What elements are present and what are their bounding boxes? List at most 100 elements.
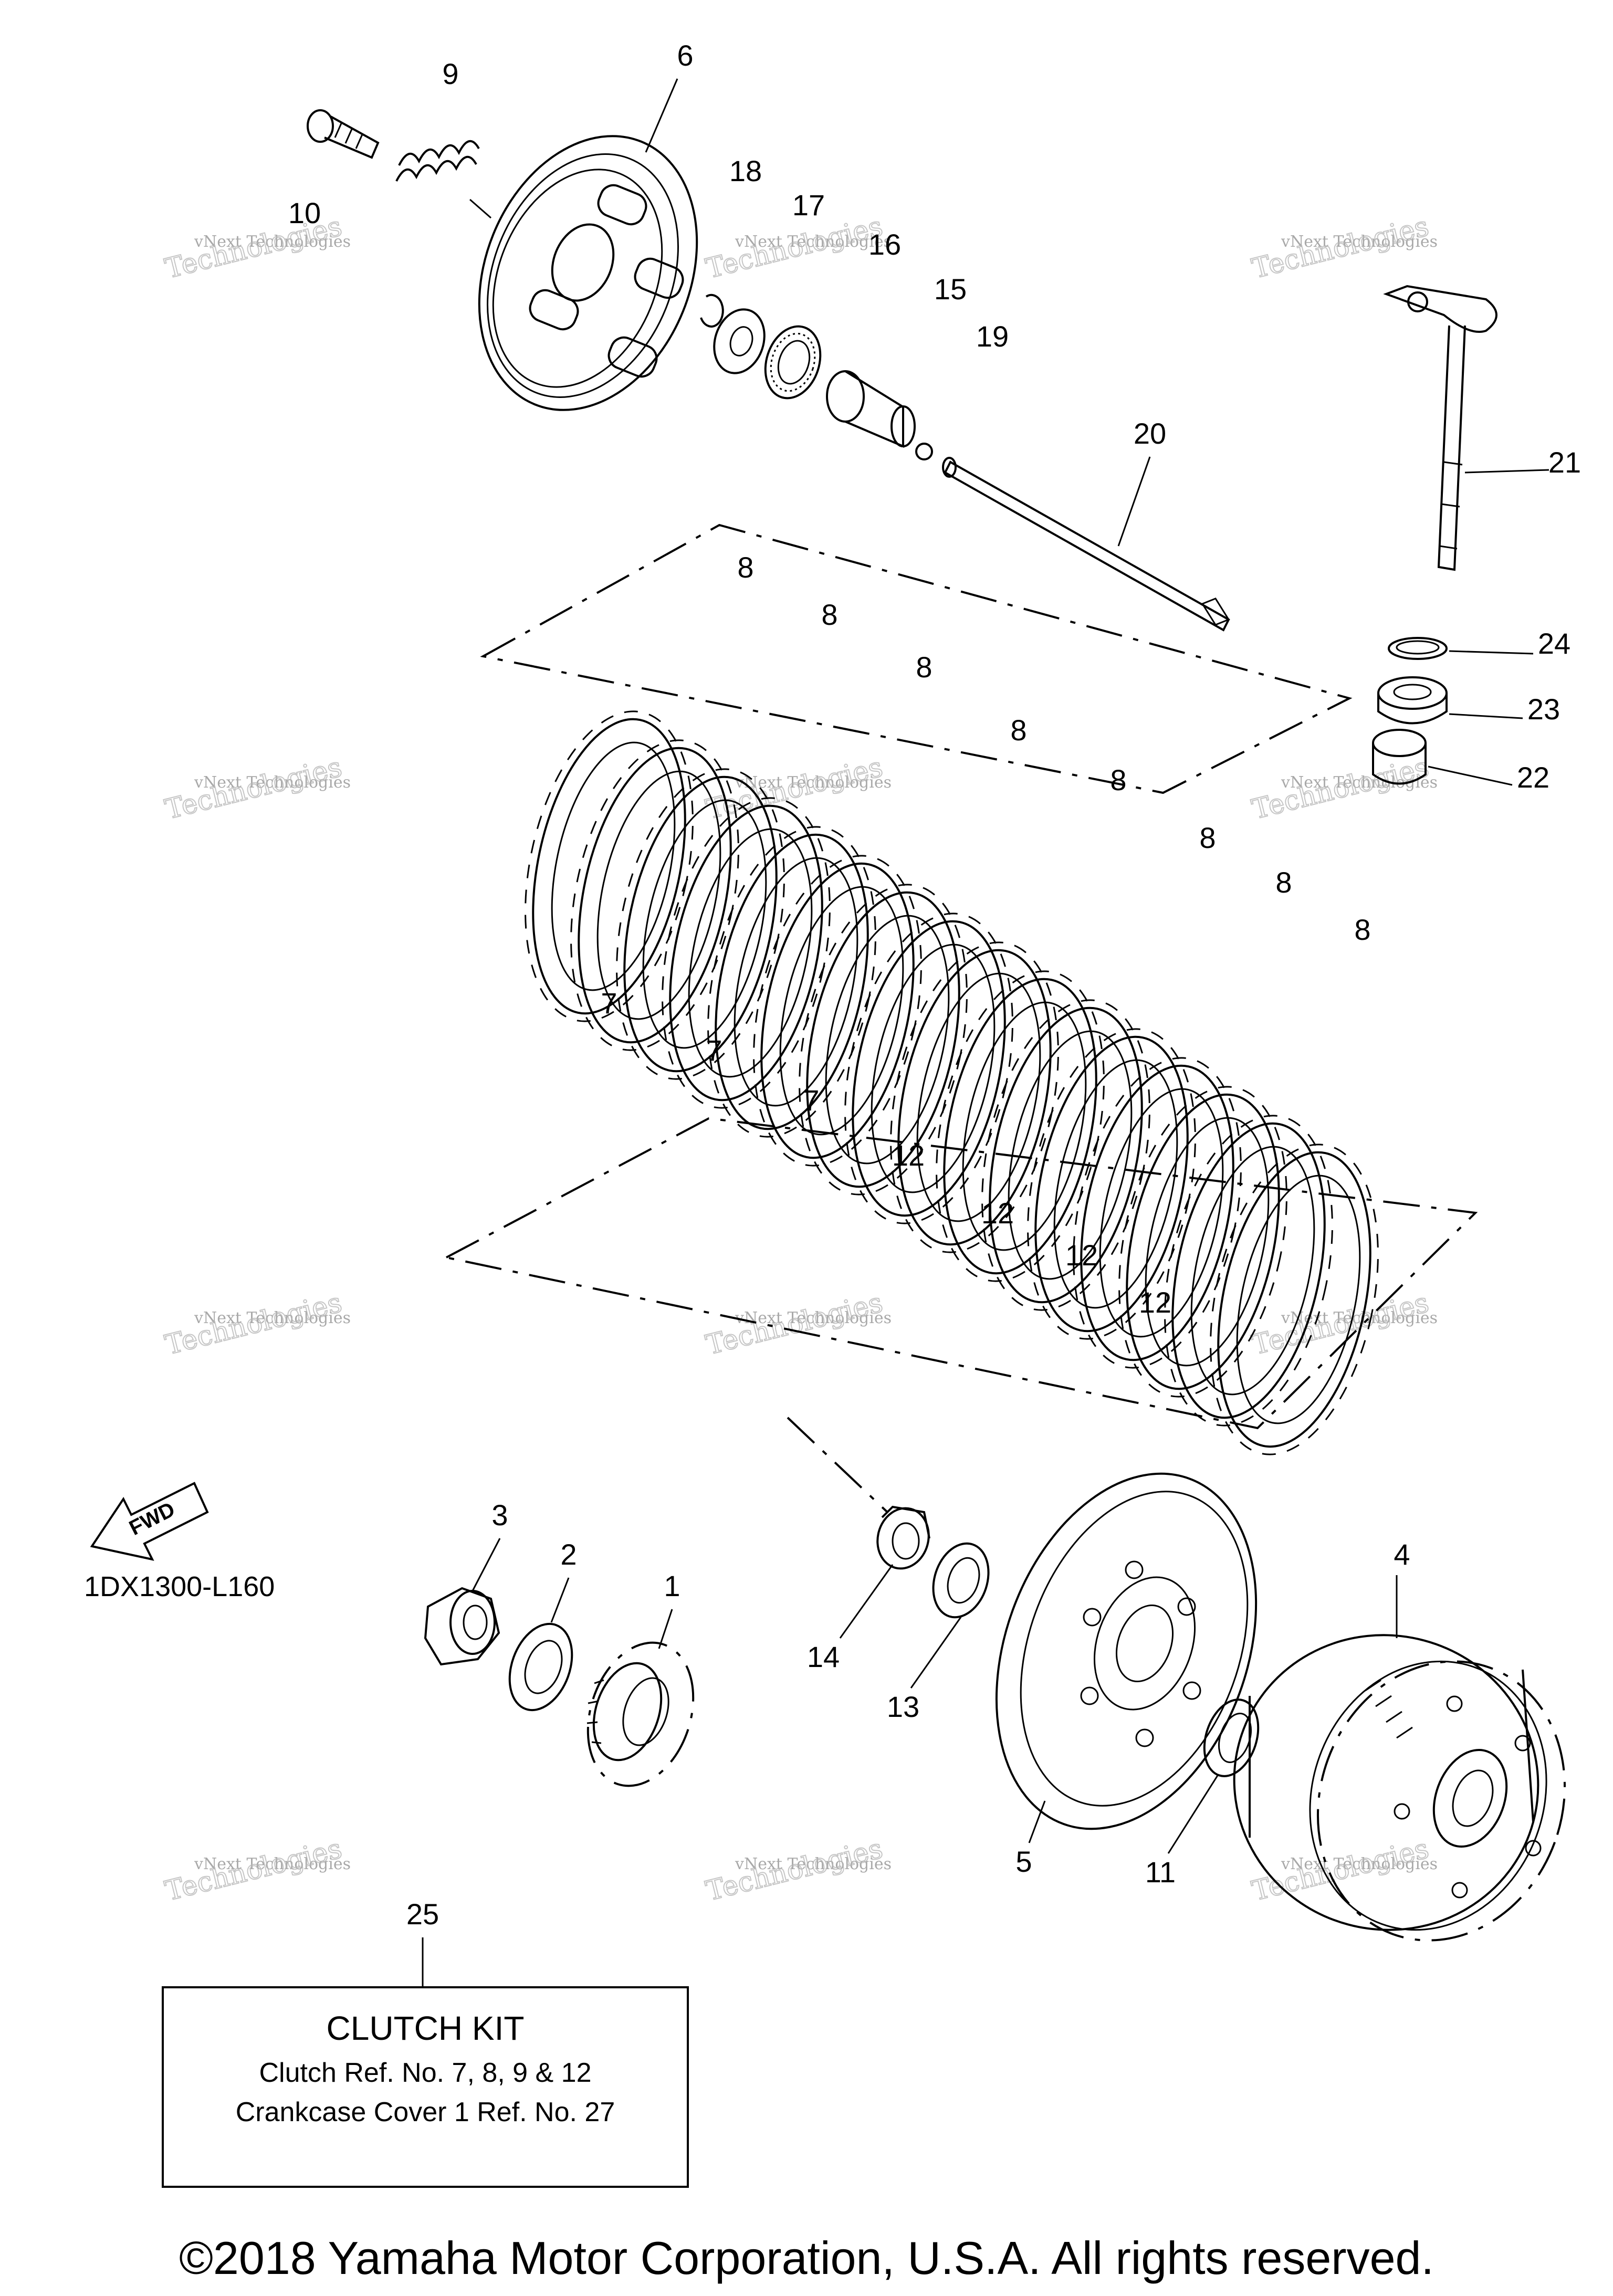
plate-inner-edge [871,943,996,1193]
friction-plate [532,718,686,1015]
plate-inner-edge [1099,1088,1224,1338]
part-13-washer [932,1542,990,1619]
watermark-outline-text: Technologies [703,211,886,285]
callout-8: 8 [1010,714,1027,747]
callout-2: 2 [560,1538,577,1571]
friction-plate [897,949,1052,1246]
plate-inner-edge [916,972,1041,1222]
watermark-outline-text: Technologies [162,1833,345,1907]
friction-plate [1080,1064,1234,1361]
callout-6: 6 [677,39,693,72]
callout-25: 25 [406,1897,439,1931]
part-5-clutch-boss [995,1472,1258,1830]
callout-1: 1 [664,1569,680,1602]
plate-inner-edge [688,828,813,1078]
callout-labels: 1234567778888888891011121212121314151617… [288,39,1581,1931]
plate-frame-upper [480,523,1353,794]
callout-8: 8 [1199,821,1216,854]
plate-inner-edge [551,741,676,991]
watermark-outline-text: Technologies [162,751,345,825]
part-11-lock-washer [1203,1699,1260,1777]
plate-tabs [1210,1144,1379,1455]
watermark-text: vNext Technologies [735,1309,892,1327]
callout-11: 11 [1145,1855,1176,1889]
clutch-plate [943,978,1097,1275]
callout-13: 13 [887,1690,919,1723]
callout-12: 12 [1139,1286,1171,1319]
callout-7: 7 [601,987,617,1020]
part-21-push-lever-shaft [1383,285,1549,571]
callout-17: 17 [792,188,825,222]
callout-7: 7 [706,1034,722,1067]
callout-8: 8 [821,598,837,631]
watermark-text: vNext Technologies [735,1855,892,1873]
part-4-clutch-housing [1233,1575,1566,1942]
clutch-kit-box: CLUTCH KIT Clutch Ref. No. 7, 8, 9 & 12 … [162,1986,689,2188]
clutch-plate [852,920,1006,1217]
watermark-outline-text: Technologies [162,1287,345,1361]
plate-inner-edge [1053,1059,1178,1309]
callout-8: 8 [1354,913,1370,946]
plate-inner-edge [1145,1117,1270,1367]
clutch-plate-stack [525,710,1379,1455]
friction-plate [1171,1122,1326,1419]
part-24-circlip [1388,637,1534,660]
leader-lines [422,1538,1219,1987]
callout-12: 12 [1065,1239,1098,1272]
watermark-text: vNext Technologies [194,1855,351,1873]
friction-plate [989,1007,1143,1304]
callout-8: 8 [1110,763,1126,796]
part-18-circlip [700,293,724,328]
callout-4: 4 [1394,1538,1410,1571]
callout-7: 7 [803,1084,819,1117]
plate-inner-edge [962,1001,1087,1251]
clutch-plate [1126,1093,1280,1390]
part-23-oil-seal [1377,676,1523,725]
watermark-outline-text: Technologies [1249,211,1432,285]
watermark-text: vNext Technologies [1281,1855,1438,1873]
assembly-axis-line [787,1417,888,1513]
watermark-outline-text: Technologies [1249,751,1432,825]
part-1-primary-gear [586,1641,695,1787]
callout-9: 9 [442,57,458,90]
part-14-collar [876,1505,930,1570]
plate-inner-edge [1190,1146,1315,1396]
watermark-outline-text: Technologies [703,1833,886,1907]
plate-frame-lower [443,1117,1478,1430]
watermark-text: vNext Technologies [194,1309,351,1327]
callout-12: 12 [892,1139,925,1172]
kit-line-2: Crankcase Cover 1 Ref. No. 27 [236,2097,615,2127]
part-15-push-rod-piece [826,370,916,448]
callout-15: 15 [934,272,967,306]
watermark-outline-text: Technologies [703,1287,886,1361]
part-20-push-rod [942,456,1230,632]
callout-8: 8 [916,651,932,684]
plate-inner-edge [596,770,721,1020]
kit-line-1: Clutch Ref. No. 7, 8, 9 & 12 [259,2058,592,2088]
part-9-spring [395,140,491,219]
plate-inner-edge [1236,1175,1361,1424]
clutch-plate [578,747,732,1044]
callout-24: 24 [1538,627,1570,660]
diagram-code: 1DX1300-L160 [84,1571,275,1602]
callout-14: 14 [807,1640,840,1673]
clutch-plate [1217,1151,1371,1448]
watermark-text: vNext Technologies [194,233,351,251]
clutch-plate [669,804,823,1102]
callout-8: 8 [737,551,753,584]
part-17-washer [713,308,766,374]
plate-inner-edge [1008,1030,1133,1280]
friction-plate [715,833,869,1130]
clutch-plate [760,862,915,1159]
callout-19: 19 [976,320,1009,353]
